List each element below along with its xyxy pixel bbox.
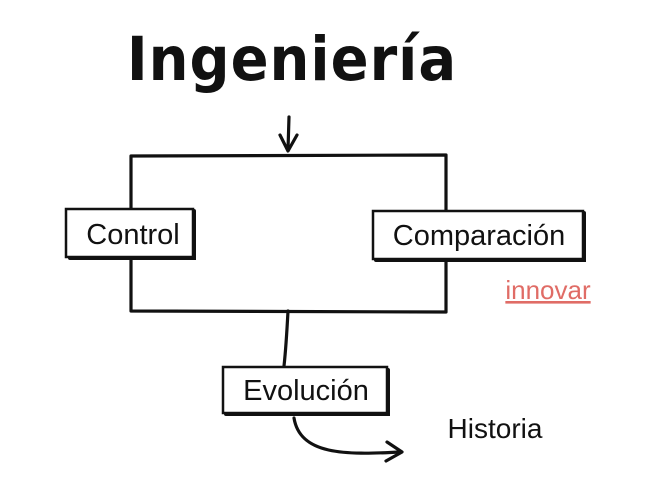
diagram-title: Ingeniería bbox=[127, 24, 457, 95]
comparacion-box: Comparación bbox=[371, 209, 586, 262]
historia-label: Historia bbox=[448, 413, 543, 444]
comparacion-box-label: Comparación bbox=[393, 220, 565, 252]
control-box-label: Control bbox=[86, 219, 180, 251]
output-arrow bbox=[292, 416, 404, 463]
evolucion-box-label: Evolución bbox=[243, 375, 369, 407]
control-box: Control bbox=[64, 207, 196, 260]
frame-to-evolucion-connector bbox=[282, 309, 290, 368]
input-arrow bbox=[278, 115, 299, 153]
evolucion-box: Evolución bbox=[221, 365, 390, 416]
innovar-link[interactable]: innovar bbox=[505, 275, 591, 305]
